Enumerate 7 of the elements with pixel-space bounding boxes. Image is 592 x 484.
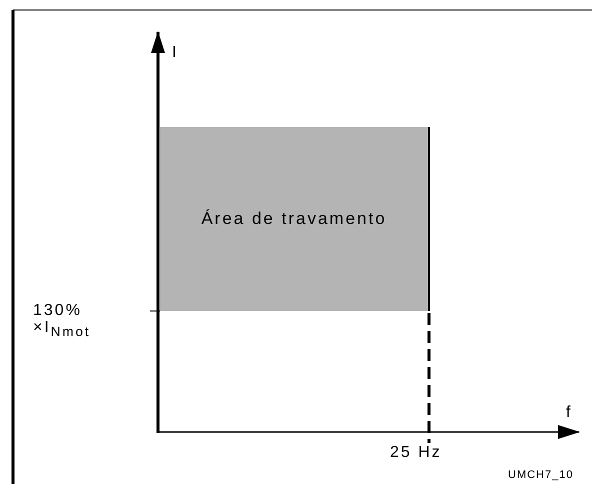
frequency-label: 25 Hz — [390, 444, 442, 462]
figure-code: UMCH7_10 — [508, 468, 574, 483]
stall-area — [160, 127, 430, 311]
axis-label: f — [566, 404, 572, 422]
area-label: Área de travamento — [201, 209, 387, 229]
axis-label: I — [172, 44, 178, 62]
threshold-label: 130% ×I$_{Nmot}$ — [33, 302, 92, 340]
